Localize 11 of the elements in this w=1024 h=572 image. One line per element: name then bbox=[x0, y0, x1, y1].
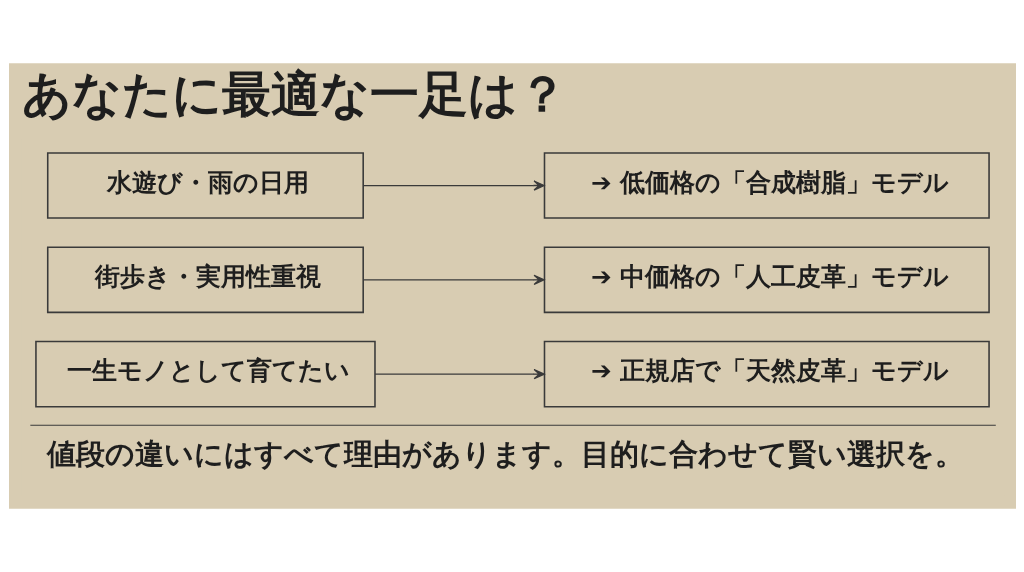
node-box: ➔ 低価格の「合成樹脂」モデル bbox=[543, 152, 990, 219]
diagram-title: あなたに最適な一足は？ bbox=[21, 64, 567, 123]
arrow bbox=[373, 368, 545, 380]
arrow bbox=[362, 274, 545, 285]
node-box: ➔ 正規店で「天然皮革」モデル bbox=[543, 340, 990, 408]
node-box: 街歩き・実用性重視 bbox=[46, 246, 364, 314]
node-box: 水遊び・雨の日用 bbox=[46, 152, 364, 219]
arrow bbox=[362, 180, 545, 191]
caption: 値段の違いにはすべて理由があります。目的に合わせて賢い選択を。 bbox=[46, 437, 964, 472]
node-box: ➔ 中価格の「人工皮革」モデル bbox=[543, 246, 990, 314]
node-box: 一生モノとして育てたい bbox=[34, 340, 376, 408]
